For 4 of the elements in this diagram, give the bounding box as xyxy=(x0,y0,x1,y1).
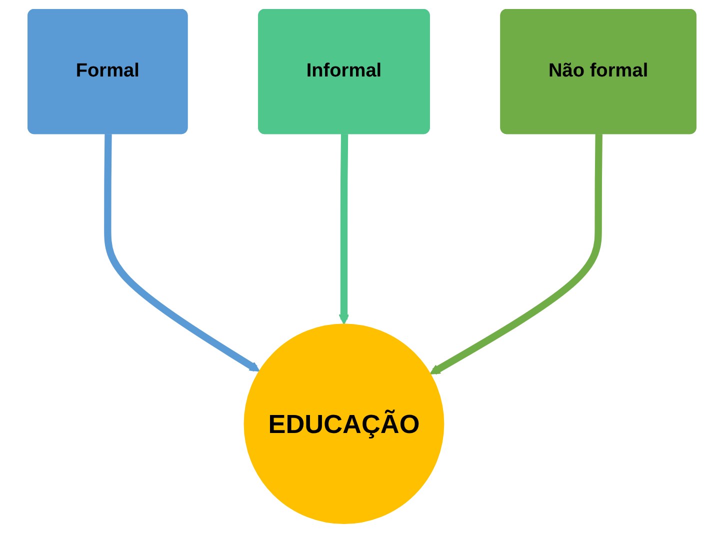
arrow xyxy=(104,134,260,372)
node-circle: EDUCAÇÃO xyxy=(244,324,444,524)
arrow xyxy=(338,134,350,325)
arrow xyxy=(430,134,602,375)
